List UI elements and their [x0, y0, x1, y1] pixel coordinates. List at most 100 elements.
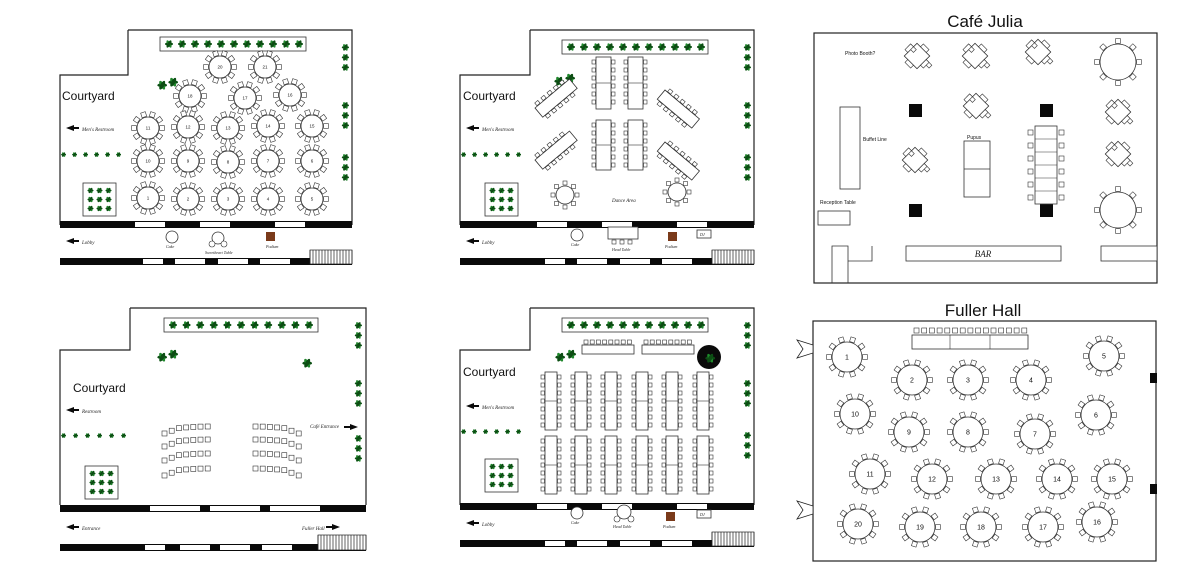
plant-icon [96, 196, 103, 203]
restroom-label: Men's Restroom [481, 406, 515, 411]
angled-tables [534, 78, 701, 181]
plant-icon [105, 187, 112, 194]
plant-icon [230, 40, 238, 48]
top-table [581, 344, 635, 355]
plant-icon [743, 332, 751, 339]
plant-icon [168, 349, 178, 359]
plant-icon [743, 54, 751, 61]
chair [259, 436, 266, 443]
plant-icon [217, 40, 225, 48]
chair [259, 465, 266, 472]
square-table [962, 92, 992, 120]
plant-icon [658, 321, 666, 329]
plant-icon [87, 196, 94, 203]
table-number: 13 [225, 126, 231, 131]
chair [197, 423, 204, 430]
plant-icon [354, 380, 362, 387]
table-number: 4 [1029, 377, 1033, 384]
plant-icon [555, 352, 565, 362]
plant-icon [743, 442, 751, 449]
lobby-label: Lobby [481, 241, 495, 246]
entrance-label: Entrance [81, 527, 101, 532]
plant-icon [461, 152, 466, 157]
chair [288, 454, 295, 461]
plan-ceremony: Courtyard Restroom Café Entrance Entranc… [59, 307, 367, 551]
restroom-label: Men's Restroom [81, 128, 115, 133]
round-table: 2 [891, 359, 933, 401]
plant-icon [223, 321, 232, 329]
plant-icon [157, 352, 167, 362]
bar-label: BAR [975, 249, 992, 259]
table-number: 21 [262, 65, 268, 70]
plant-icon [743, 122, 751, 129]
square-table [901, 146, 931, 174]
plant-icon [580, 321, 588, 329]
plant-icon [116, 152, 121, 157]
wall-outline [459, 307, 755, 505]
table-number: 17 [242, 96, 248, 101]
table-number: 16 [287, 93, 293, 98]
courtyard-label: Courtyard [62, 89, 115, 103]
long-table [540, 371, 562, 431]
chair [190, 437, 197, 443]
plant-icon [697, 43, 705, 51]
plant-icon [632, 321, 640, 329]
top-table [641, 344, 695, 355]
chair [274, 466, 280, 473]
round-table: 11 [131, 111, 165, 145]
plant-icon [105, 196, 112, 203]
plant-icon [354, 322, 362, 329]
chair [204, 450, 211, 457]
chair [176, 425, 182, 431]
table-number: 18 [977, 524, 985, 531]
plant-icon [97, 433, 102, 438]
plant-icon [494, 429, 499, 434]
long-table [600, 371, 622, 431]
plant-icon [182, 321, 191, 329]
plant-icon [209, 321, 218, 329]
chair [197, 436, 204, 443]
plant-icon [354, 342, 362, 349]
plant-icon [505, 429, 510, 434]
cake-label: Cake [571, 242, 579, 247]
plant-icon [243, 40, 251, 48]
round-table: 18 [960, 506, 1002, 548]
chair [288, 469, 295, 476]
chair [197, 450, 204, 457]
plant-icon [72, 152, 77, 157]
round-table: 16 [273, 78, 307, 112]
chair [252, 465, 259, 472]
plant-icon [277, 321, 286, 329]
plant-icon [165, 40, 173, 48]
round-tables [1094, 38, 1142, 234]
chair [204, 423, 211, 430]
plant-icon [516, 429, 521, 434]
long-table [591, 56, 616, 110]
table-number: 2 [187, 197, 190, 202]
long-table [623, 56, 648, 110]
head-table-label: Head Table [612, 524, 632, 529]
round-table: 2 [171, 182, 205, 216]
chair [183, 424, 189, 431]
fuller-hall-label: Fuller Hall [301, 527, 325, 532]
chair [267, 424, 273, 430]
podium-label: Podium [662, 524, 676, 529]
chair [190, 424, 197, 430]
plant-icon [566, 349, 576, 359]
podium-label: Podium [664, 244, 678, 249]
chair [295, 430, 302, 437]
plant-icon [105, 152, 110, 157]
plant-icon [507, 187, 514, 194]
plant-icon [743, 342, 751, 349]
plant-icon [507, 205, 514, 212]
plant-icon [354, 400, 362, 407]
plant-icon [341, 174, 349, 181]
plant-icon [498, 472, 505, 479]
plant-icon [507, 472, 514, 479]
round-table: 15 [295, 109, 329, 143]
plant-icon [302, 358, 312, 368]
room-outline [813, 32, 1158, 284]
round-table: 7 [251, 144, 285, 178]
plant-icon [580, 43, 588, 51]
plant-icon [98, 470, 105, 477]
